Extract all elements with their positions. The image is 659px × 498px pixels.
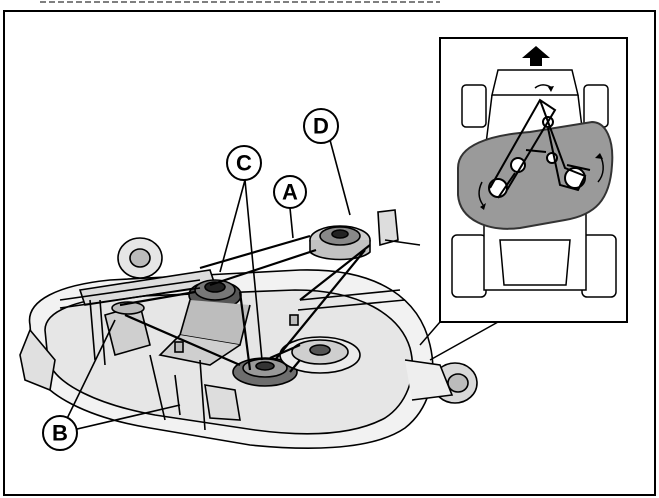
- callout-a-label: A: [282, 180, 298, 205]
- callout-b-label: B: [52, 421, 68, 446]
- callout-b: B: [42, 415, 78, 451]
- drive-belt: [199, 234, 371, 371]
- tractor-seat: [499, 239, 571, 286]
- tractor-rear-wheel-right: [581, 234, 617, 298]
- tractor-top-view-inset: [419, 37, 628, 361]
- inset-belt-routing: [478, 84, 604, 210]
- callout-a: A: [273, 175, 307, 209]
- tractor-front-wheel-right: [583, 84, 609, 128]
- deck-side-chute: [19, 328, 56, 392]
- callout-d-label: D: [313, 114, 329, 139]
- inset-pointer: [419, 321, 499, 361]
- callout-c: C: [226, 145, 262, 181]
- up-arrow-icon: [522, 46, 550, 66]
- tractor-rear-wheel-left: [451, 234, 487, 298]
- callout-d: D: [303, 108, 339, 144]
- tractor-front-wheel-left: [461, 84, 487, 128]
- tractor-hood: [491, 69, 579, 96]
- inset-deck-panel: [457, 120, 614, 230]
- callout-c-label: C: [236, 151, 252, 176]
- figure-frame: [3, 10, 656, 496]
- mower-deck: [19, 209, 478, 449]
- engine-drive-pulley: [309, 225, 371, 261]
- right-spindle-pulley: [279, 336, 361, 374]
- deck-belt: [119, 290, 301, 373]
- callout-leaders: [59, 139, 351, 434]
